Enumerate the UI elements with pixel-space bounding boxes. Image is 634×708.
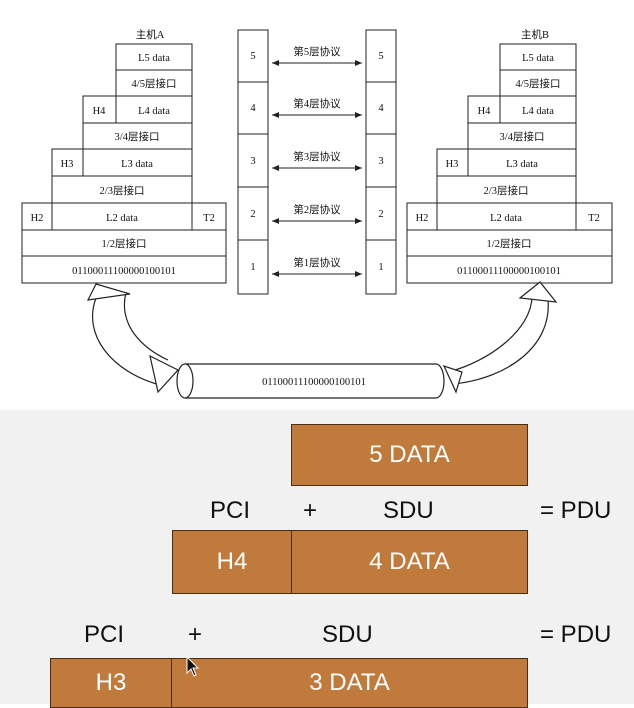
layer-4-right-number: 4 <box>378 103 384 114</box>
layer-1-protocol-label: 第1层协议 <box>293 256 341 269</box>
layer-2-right-number: 2 <box>378 209 383 220</box>
host-a-if45-label: 4/5层接口 <box>132 77 177 90</box>
layer-3-protocol-label: 第3层协议 <box>293 150 341 163</box>
peer-protocol-columns: 5 5 第5层协议 4 4 第4层协议 3 3 第3层协议 2 2 第2层协议 … <box>237 29 397 295</box>
layer-4-protocol-label: 第4层协议 <box>293 97 341 110</box>
pipe-body <box>185 363 445 399</box>
host-a-title: 主机A <box>136 28 165 41</box>
host-a-h3-box <box>51 148 84 177</box>
host-b-arrow-head <box>518 281 558 303</box>
host-b-l5-box <box>499 43 577 71</box>
host-a-l4-label: L4 data <box>138 106 170 117</box>
host-a-if45-box <box>115 69 193 97</box>
host-b-bits-box <box>406 255 613 284</box>
host-a-h3-label: H3 <box>61 159 74 170</box>
host-b-if12-label: 1/2层接口 <box>487 237 532 250</box>
host-b-bits-label: 01100011100000100101 <box>457 266 561 277</box>
host-a-l2-box <box>51 202 193 231</box>
host-b-up-curve-arrow <box>447 295 533 373</box>
plus-sign: + <box>303 497 318 524</box>
host-b-if34-label: 3/4层接口 <box>500 130 545 143</box>
host-b-if45-box <box>499 69 577 97</box>
host-b-l4-box <box>499 95 577 124</box>
left-layer-column <box>237 29 269 295</box>
sdu-label: SDU <box>322 621 373 648</box>
host-a-l5-box <box>115 43 193 71</box>
host-a-h2-label: H2 <box>31 213 44 224</box>
host-a-arrow-tail <box>86 283 131 301</box>
layer-2-left-number: 2 <box>250 209 255 220</box>
pipe-end <box>176 363 194 399</box>
host-b-t2-label: T2 <box>588 213 600 224</box>
data-4-box: 4 DATA <box>291 530 528 594</box>
host-a-h4-label: H4 <box>93 106 107 117</box>
layer-1-right-number: 1 <box>378 262 383 273</box>
host-b-l5-label: L5 data <box>522 53 554 64</box>
data-3-box: 3 DATA <box>171 658 528 708</box>
host-a-if12-box <box>21 229 227 257</box>
pci-label: PCI <box>210 497 251 524</box>
host-b-l2-box <box>436 202 577 231</box>
diagram-canvas: 主机A L5 data 4/5层接口 H4 L4 data 3/4层接口 H3 … <box>21 28 613 399</box>
equals-pdu-label: = PDU <box>540 621 612 648</box>
host-b-h2-box <box>406 202 438 231</box>
data-5-box: 5 DATA <box>291 424 528 486</box>
layer-3-left-number: 3 <box>250 156 255 167</box>
host-a-bits-label: 01100011100000100101 <box>72 266 176 277</box>
host-a-down-curve-arrow <box>91 297 161 386</box>
host-b-l2-label: L2 data <box>490 213 522 224</box>
host-b-h4-label: H4 <box>478 106 492 117</box>
host-a-l4-box <box>115 95 193 124</box>
pci-label: PCI <box>84 621 125 648</box>
host-a-if12-label: 1/2层接口 <box>102 237 147 250</box>
host-b-h3-label: H3 <box>446 159 459 170</box>
host-b-if23-box <box>436 175 577 204</box>
host-a-arrow-head <box>149 354 179 394</box>
pipe-bits-label: 01100011100000100101 <box>262 377 366 388</box>
host-b-if23-label: 2/3层接口 <box>484 184 529 197</box>
host-a-t2-label: T2 <box>203 213 215 224</box>
right-layer-column <box>365 29 397 295</box>
host-b-if34-box <box>467 122 577 150</box>
host-a-l5-label: L5 data <box>138 53 170 64</box>
header-h3-box: H3 <box>50 658 172 708</box>
mouse-pointer-icon <box>186 656 200 677</box>
host-b-h2-label: H2 <box>416 213 429 224</box>
host-a-l2-label: L2 data <box>106 213 138 224</box>
host-a-t2-box <box>191 202 227 231</box>
sdu-label: SDU <box>383 497 434 524</box>
layer-2-protocol-label: 第2层协议 <box>293 203 341 216</box>
host-a-down-curve-inner <box>123 291 169 361</box>
host-b-up-curve-outer <box>453 299 549 385</box>
transmission-medium-pipe: 01100011100000100101 <box>176 363 445 399</box>
equals-pdu-label: = PDU <box>540 497 612 524</box>
header-h4-box: H4 <box>172 530 292 594</box>
host-a: 主机A L5 data 4/5层接口 H4 L4 data 3/4层接口 H3 … <box>21 28 227 284</box>
layer-4-left-number: 4 <box>250 103 256 114</box>
layer-1-left-number: 1 <box>250 262 255 273</box>
host-b-arrow-tail <box>442 364 463 394</box>
host-b: 主机B L5 data 4/5层接口 H4 L4 data 3/4层接口 H3 … <box>406 28 613 284</box>
host-b-l3-label: L3 data <box>506 159 538 170</box>
host-a-if23-label: 2/3层接口 <box>100 184 145 197</box>
host-b-if12-box <box>406 229 613 257</box>
host-a-if34-label: 3/4层接口 <box>115 130 160 143</box>
host-b-l4-label: L4 data <box>522 106 554 117</box>
layer-3-right-number: 3 <box>378 156 383 167</box>
host-b-h4-box <box>467 95 501 124</box>
layer-5-right-number: 5 <box>378 51 383 62</box>
host-a-l3-label: L3 data <box>121 159 153 170</box>
host-b-if45-label: 4/5层接口 <box>516 77 561 90</box>
host-a-if23-box <box>51 175 193 204</box>
host-b-t2-box <box>575 202 613 231</box>
layer-5-protocol-label: 第5层协议 <box>293 45 341 58</box>
host-a-bits-box <box>21 255 227 284</box>
plus-sign: + <box>188 621 203 648</box>
host-b-title: 主机B <box>521 28 549 41</box>
layered-encapsulation-diagram: 主机A L5 data 4/5层接口 H4 L4 data 3/4层接口 H3 … <box>21 28 613 399</box>
layer-5-left-number: 5 <box>250 51 255 62</box>
